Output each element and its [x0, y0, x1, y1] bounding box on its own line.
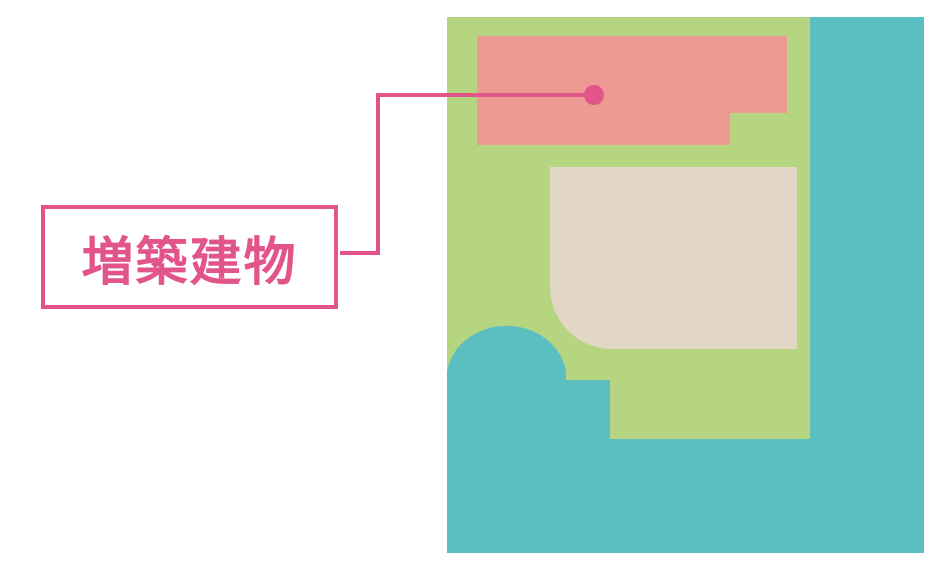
plaza-area: [550, 167, 797, 349]
water-bulge: [447, 325, 610, 439]
water-bottom: [447, 439, 924, 553]
callout-label-box: 増築建物: [41, 205, 338, 309]
extension-building: [477, 36, 787, 145]
leader-line: [340, 93, 594, 255]
callout-label: 増築建物: [81, 232, 298, 293]
leader-dot: [584, 85, 604, 105]
